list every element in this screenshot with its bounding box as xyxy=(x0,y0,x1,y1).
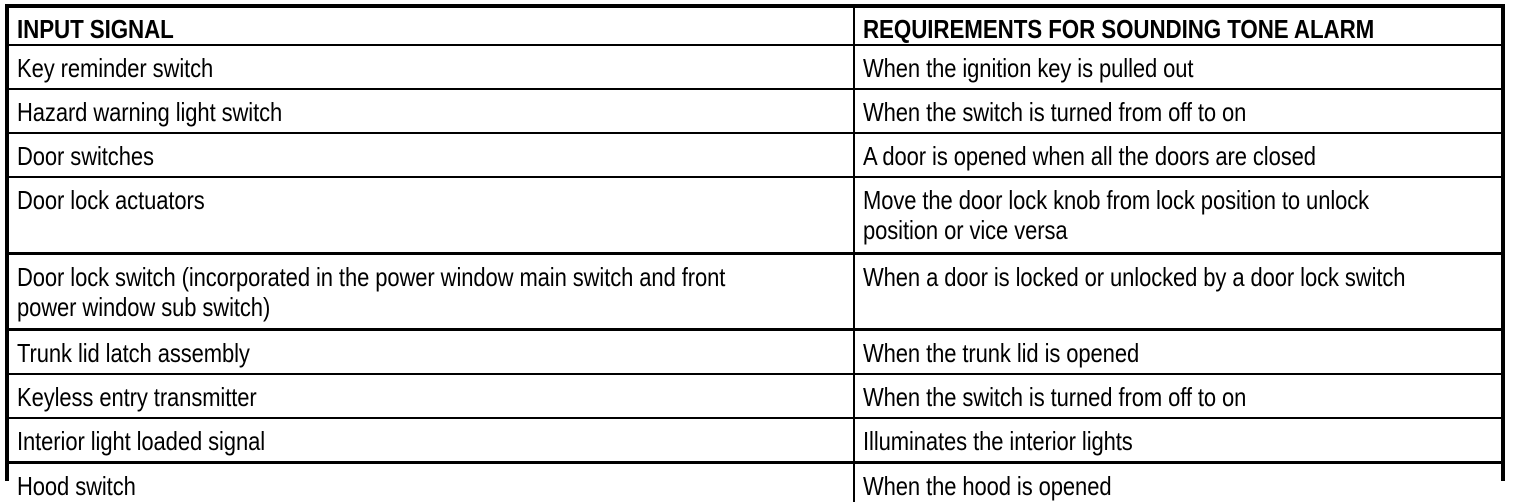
cell-input-signal-text: Door lock actuators xyxy=(17,178,853,215)
cell-requirements: When the switch is turned from off to on xyxy=(854,374,1501,418)
cell-requirements-text: When the ignition key is pulled out xyxy=(863,46,1501,83)
table-row: Trunk lid latch assembly When the trunk … xyxy=(9,330,1501,375)
cell-input-signal: Trunk lid latch assembly xyxy=(9,330,854,375)
cell-input-signal-text: Hood switch xyxy=(17,464,853,501)
table-row: Hazard warning light switch When the swi… xyxy=(9,89,1501,133)
cell-input-signal: Interior light loaded signal xyxy=(9,418,854,463)
cell-requirements: When the hood is opened xyxy=(854,463,1501,502)
cell-input-signal-text: Key reminder switch xyxy=(17,46,853,83)
cell-requirements-text: A door is opened when all the doors are … xyxy=(863,134,1501,171)
cell-requirements: When the ignition key is pulled out xyxy=(854,45,1501,89)
cell-input-signal-text: Trunk lid latch assembly xyxy=(17,331,853,368)
table-row: Key reminder switch When the ignition ke… xyxy=(9,45,1501,89)
cell-requirements-text: Illuminates the interior lights xyxy=(863,419,1501,456)
table-row: Door switches A door is opened when all … xyxy=(9,133,1501,177)
table-row: Door lock actuators Move the door lock k… xyxy=(9,177,1501,254)
table-row: Keyless entry transmitter When the switc… xyxy=(9,374,1501,418)
cell-input-signal: Door lock switch (incorporated in the po… xyxy=(9,254,854,330)
column-header-requirements-label: REQUIREMENTS FOR SOUNDING TONE ALARM xyxy=(863,8,1501,44)
cell-requirements-text: When the switch is turned from off to on xyxy=(863,375,1501,412)
table-body: Key reminder switch When the ignition ke… xyxy=(9,45,1501,502)
cell-input-signal: Door lock actuators xyxy=(9,177,854,254)
cell-input-signal-text: Hazard warning light switch xyxy=(17,90,853,127)
cell-input-signal-text: Keyless entry transmitter xyxy=(17,375,853,412)
cell-input-signal-text: Door lock switch (incorporated in the po… xyxy=(17,255,853,322)
cell-input-signal-text: Door switches xyxy=(17,134,853,171)
cell-input-signal: Key reminder switch xyxy=(9,45,854,89)
table-header-row: INPUT SIGNAL REQUIREMENTS FOR SOUNDING T… xyxy=(9,8,1501,45)
table-row: Hood switch When the hood is opened xyxy=(9,463,1501,502)
cell-requirements-text: When a door is locked or unlocked by a d… xyxy=(863,255,1501,292)
column-header-input-signal-label: INPUT SIGNAL xyxy=(17,8,853,44)
column-header-input-signal: INPUT SIGNAL xyxy=(9,8,854,45)
table-header: INPUT SIGNAL REQUIREMENTS FOR SOUNDING T… xyxy=(9,8,1501,45)
spec-table-container: INPUT SIGNAL REQUIREMENTS FOR SOUNDING T… xyxy=(5,4,1505,481)
cell-requirements: Move the door lock knob from lock positi… xyxy=(854,177,1501,254)
cell-input-signal: Hood switch xyxy=(9,463,854,502)
cell-requirements-text: When the hood is opened xyxy=(863,464,1501,501)
cell-requirements: When a door is locked or unlocked by a d… xyxy=(854,254,1501,330)
cell-requirements: When the switch is turned from off to on xyxy=(854,89,1501,133)
cell-requirements-text: When the switch is turned from off to on xyxy=(863,90,1501,127)
table-row: Interior light loaded signal Illuminates… xyxy=(9,418,1501,463)
cell-input-signal: Hazard warning light switch xyxy=(9,89,854,133)
table-row: Door lock switch (incorporated in the po… xyxy=(9,254,1501,330)
cell-requirements-text: When the trunk lid is opened xyxy=(863,331,1501,368)
cell-input-signal: Keyless entry transmitter xyxy=(9,374,854,418)
cell-requirements: When the trunk lid is opened xyxy=(854,330,1501,375)
cell-input-signal-text: Interior light loaded signal xyxy=(17,419,853,456)
cell-requirements-text: Move the door lock knob from lock positi… xyxy=(863,178,1501,245)
column-header-requirements: REQUIREMENTS FOR SOUNDING TONE ALARM xyxy=(854,8,1501,45)
cell-requirements: A door is opened when all the doors are … xyxy=(854,133,1501,177)
input-signal-requirements-table: INPUT SIGNAL REQUIREMENTS FOR SOUNDING T… xyxy=(9,8,1501,502)
cell-input-signal: Door switches xyxy=(9,133,854,177)
cell-requirements: Illuminates the interior lights xyxy=(854,418,1501,463)
